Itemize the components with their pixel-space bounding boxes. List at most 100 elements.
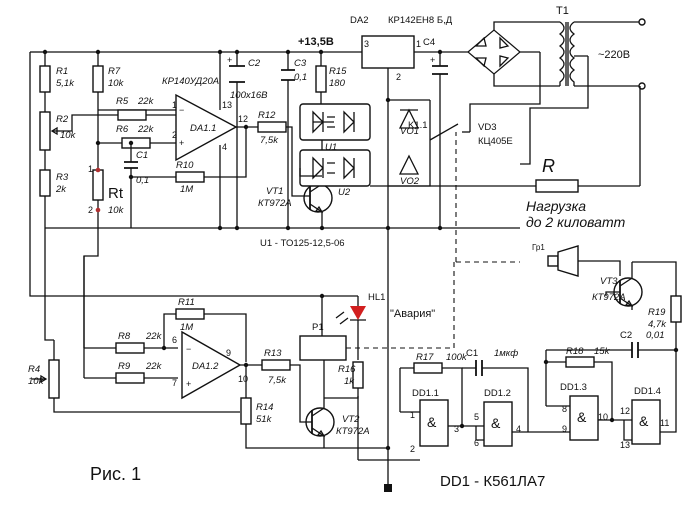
svg-text:−: − bbox=[186, 344, 191, 354]
da11-label: DA1.1 bbox=[190, 123, 216, 134]
r14-label: R14 bbox=[256, 402, 273, 413]
capacitor-c2: + C2 100x16В bbox=[227, 55, 268, 101]
r15-value: 180 bbox=[329, 78, 346, 89]
rt-label: Rt bbox=[108, 185, 124, 202]
r17-value: 100k bbox=[446, 352, 468, 363]
resistor-r14: R14 51k bbox=[240, 365, 322, 449]
rt-value: 10k bbox=[108, 205, 125, 216]
resistor-r5: R5 22k bbox=[80, 96, 176, 121]
r1-label: R1 bbox=[56, 66, 68, 77]
opamp-da1-2: 6 7 9 10 − + DA1.2 bbox=[172, 330, 248, 400]
dd12-label: DD1.2 bbox=[484, 388, 511, 399]
capacitor-c4: + C4 bbox=[423, 37, 448, 228]
vo1-label: VO1 bbox=[400, 126, 419, 137]
resistor-r15: R15 180 bbox=[315, 65, 347, 93]
r3-label: R3 bbox=[56, 172, 69, 183]
da11-pin2: 2 bbox=[172, 130, 177, 140]
da12-pin10: 10 bbox=[238, 374, 248, 384]
r16-value: 1k bbox=[344, 376, 355, 387]
c1b-label: C1 bbox=[466, 348, 478, 359]
r19-value: 4,7k bbox=[648, 319, 667, 330]
svg-text:&: & bbox=[427, 414, 437, 430]
resistor-r7: R7 10k bbox=[92, 65, 125, 93]
r14-value: 51k bbox=[256, 414, 273, 425]
dd14-pin13: 13 bbox=[620, 440, 630, 450]
r8-value: 22k bbox=[145, 331, 163, 342]
resistor-r1: R1 5,1k bbox=[39, 65, 75, 93]
alarm-label: "Авария" bbox=[390, 308, 435, 320]
v13-label: +13,5В bbox=[298, 36, 334, 48]
svg-text:&: & bbox=[491, 415, 501, 431]
led-hl1: HL1 "Авария" bbox=[335, 292, 435, 336]
c1-label: C1 bbox=[136, 150, 148, 161]
da2-label: DA2 bbox=[350, 15, 368, 26]
u1-label: U1 bbox=[325, 142, 337, 153]
resistor-r10: R10 1M bbox=[131, 127, 247, 195]
da12-pin7: 7 bbox=[172, 378, 177, 388]
relay-contact-k11: K1.1 bbox=[408, 120, 470, 141]
r10-label: R10 bbox=[176, 160, 194, 171]
vt2-value: КТ972А bbox=[336, 426, 370, 437]
vo2-label: VO2 bbox=[400, 176, 420, 187]
c3-value: 0,1 bbox=[294, 72, 307, 83]
r7-value: 10k bbox=[108, 78, 125, 89]
dd13-pin10: 10 bbox=[598, 412, 608, 422]
r6-value: 22k bbox=[137, 124, 155, 135]
dd11-pin1: 1 bbox=[410, 410, 415, 420]
dd11-label: DD1.1 bbox=[412, 388, 439, 399]
transformer-t1: T1 ~220В bbox=[520, 5, 646, 165]
load-line2: до 2 киловатт bbox=[526, 214, 626, 230]
da12-pin6: 6 bbox=[172, 335, 177, 345]
dd11-pin3: 3 bbox=[454, 424, 459, 434]
da2-pin1: 1 bbox=[416, 39, 421, 49]
gate-dd1-1: & DD1.1 1 2 3 bbox=[358, 388, 476, 461]
r4-label: R4 bbox=[28, 364, 40, 375]
load-r-label: R bbox=[542, 156, 555, 176]
da2-pin2: 2 bbox=[396, 72, 401, 82]
r7-label: R7 bbox=[108, 66, 121, 77]
r2-label: R2 bbox=[56, 114, 69, 125]
svg-text:+: + bbox=[227, 55, 232, 65]
speaker-gr1: Гр1 bbox=[532, 243, 579, 277]
p1-label: P1 bbox=[312, 322, 324, 333]
dd13-label: DD1.3 bbox=[560, 382, 587, 393]
da1-type: КР140УД20А bbox=[162, 76, 219, 87]
thyristor-vo2: VO2 bbox=[398, 154, 420, 187]
da2-pin3: 3 bbox=[364, 39, 369, 49]
r19-label: R19 bbox=[648, 307, 666, 318]
r9-value: 22k bbox=[145, 361, 163, 372]
c4-label: C4 bbox=[423, 37, 435, 48]
resistor-r11: R11 1M bbox=[163, 297, 247, 362]
resistor-r17: R17 100k bbox=[399, 352, 468, 426]
resistor-r6: R6 22k bbox=[98, 124, 176, 149]
relay-p1: P1 bbox=[299, 322, 347, 361]
thermistor-rt: 1 2 Rt 10k bbox=[88, 143, 125, 228]
gate-dd1-4: & DD1.4 12 13 11 bbox=[620, 386, 669, 450]
resistor-r19: R19 4,7k bbox=[648, 295, 682, 433]
vt1-label: VT1 bbox=[266, 186, 283, 197]
svg-text:&: & bbox=[639, 413, 649, 429]
dd14-label: DD1.4 bbox=[634, 386, 661, 397]
gate-dd1-2: & DD1.2 5 6 4 bbox=[474, 388, 560, 448]
dd14-pin11: 11 bbox=[660, 418, 669, 428]
gate-dd1-3: & DD1.3 8 9 10 bbox=[546, 382, 624, 441]
r12-label: R12 bbox=[258, 110, 276, 121]
dd12-pin4: 4 bbox=[516, 424, 521, 434]
r9-label: R9 bbox=[118, 361, 131, 372]
load-line1: Нагрузка bbox=[526, 198, 586, 214]
r18-label: R18 bbox=[566, 346, 584, 357]
r17-label: R17 bbox=[416, 352, 434, 363]
c1b-value: 1мкф bbox=[494, 348, 518, 359]
r6-label: R6 bbox=[116, 124, 129, 135]
c2b-label: C2 bbox=[620, 330, 632, 341]
vt3-label: VT3 bbox=[600, 276, 618, 287]
capacitor-c3: C3 0,1 bbox=[281, 58, 307, 83]
c1-value: 0,1 bbox=[136, 175, 149, 186]
r11-value: 1M bbox=[180, 322, 193, 333]
svg-text:−: − bbox=[179, 105, 184, 115]
vt3-value: КТ972А bbox=[592, 292, 626, 303]
da11-pin4: 4 bbox=[222, 142, 227, 152]
capacitor-c1: C1 0,1 bbox=[124, 143, 149, 228]
k11-label: K1.1 bbox=[408, 120, 428, 131]
